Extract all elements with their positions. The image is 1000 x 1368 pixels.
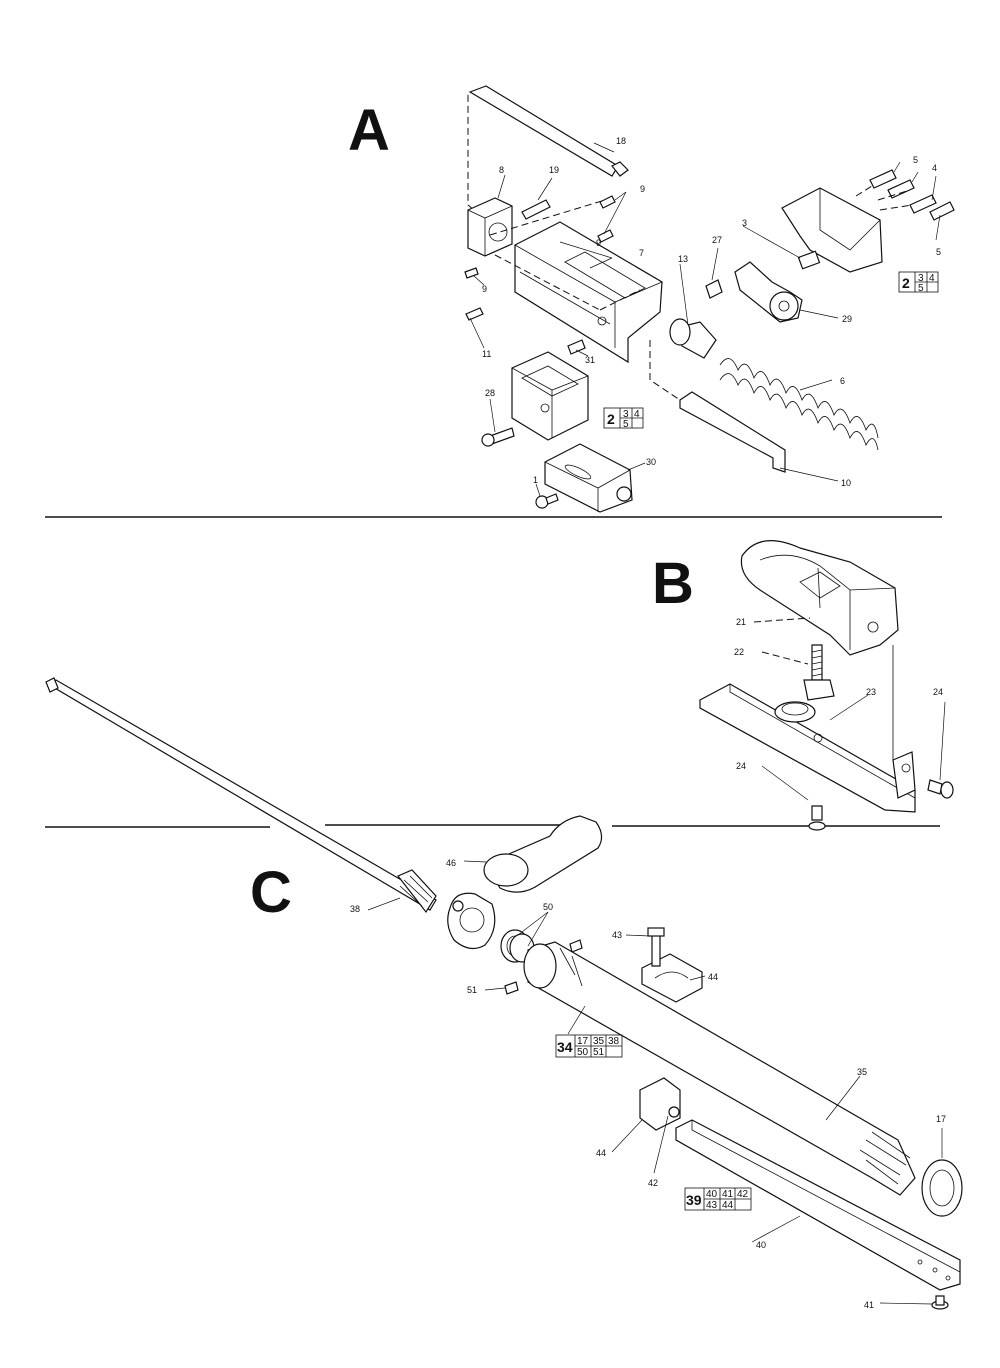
- svg-text:5: 5: [918, 283, 924, 294]
- svg-text:4: 4: [929, 273, 935, 284]
- svg-text:42: 42: [737, 1189, 749, 1200]
- callout-10: 10: [841, 478, 851, 488]
- callout-7: 7: [639, 248, 644, 258]
- callout-51: 51: [467, 985, 477, 995]
- section-a-callouts: 18 8 19 9 5 4 5 9 7 3 27 13 11 31 29 28 …: [482, 136, 941, 488]
- callout-4: 4: [932, 163, 937, 173]
- kit-main-number: 34: [557, 1039, 573, 1055]
- svg-text:44: 44: [722, 1200, 734, 1211]
- section-label-c: C: [250, 860, 292, 925]
- callout-28: 28: [485, 388, 495, 398]
- callout-31: 31: [585, 355, 595, 365]
- svg-text:40: 40: [706, 1189, 718, 1200]
- callout-17: 17: [936, 1114, 946, 1124]
- kit-box-c-34: 34 17 35 38 50 51: [555, 1034, 623, 1058]
- section-b-assembly: [699, 540, 954, 831]
- kit-box-c-39: 39 40 41 42 43 44: [684, 1187, 752, 1211]
- callout-24-bottom: 24: [736, 761, 746, 771]
- kit-main-number: 2: [607, 411, 615, 427]
- svg-text:17: 17: [577, 1036, 589, 1047]
- svg-text:4: 4: [634, 409, 640, 420]
- section-a-assembly: [464, 85, 955, 513]
- kit-main-number: 2: [902, 275, 910, 291]
- callout-27: 27: [712, 235, 722, 245]
- callout-30: 30: [646, 457, 656, 467]
- callout-42: 42: [648, 1178, 658, 1188]
- section-c-callouts: 46 38 50 43 44 51 35 17 44 42 40 41: [350, 858, 946, 1310]
- callout-1: 1: [533, 475, 538, 485]
- callout-6: 6: [840, 376, 845, 386]
- callout-41: 41: [864, 1300, 874, 1310]
- callout-22: 22: [734, 647, 744, 657]
- callout-9-top: 9: [640, 184, 645, 194]
- callout-21: 21: [736, 617, 746, 627]
- kit-main-number: 39: [686, 1192, 702, 1208]
- callout-50: 50: [543, 902, 553, 912]
- svg-text:41: 41: [722, 1189, 734, 1200]
- kit-box-a-right: 2 3 4 5: [898, 271, 939, 294]
- callout-18: 18: [616, 136, 626, 146]
- svg-text:50: 50: [577, 1047, 589, 1058]
- section-c-assembly: [45, 677, 963, 1310]
- callout-29: 29: [842, 314, 852, 324]
- callout-9-left: 9: [482, 284, 487, 294]
- callout-5-top: 5: [913, 155, 918, 165]
- callout-46: 46: [446, 858, 456, 868]
- callout-8: 8: [499, 165, 504, 175]
- svg-text:43: 43: [706, 1200, 718, 1211]
- svg-text:3: 3: [623, 409, 629, 420]
- callout-44-top: 44: [708, 972, 718, 982]
- callout-19: 19: [549, 165, 559, 175]
- section-label-a: A: [348, 98, 390, 163]
- svg-text:35: 35: [593, 1036, 605, 1047]
- kit-box-a-left: 2 3 4 5: [603, 407, 644, 430]
- callout-43: 43: [612, 930, 622, 940]
- callout-44-bottom: 44: [596, 1148, 606, 1158]
- svg-text:38: 38: [608, 1036, 620, 1047]
- callout-11: 11: [482, 349, 491, 359]
- callout-9-center: 9: [596, 238, 601, 248]
- callout-13: 13: [678, 254, 688, 264]
- callout-3: 3: [742, 218, 747, 228]
- callout-23: 23: [866, 687, 876, 697]
- callout-40: 40: [756, 1240, 766, 1250]
- svg-text:5: 5: [623, 419, 629, 430]
- section-b-callouts: 21 22 23 24 24: [734, 617, 943, 771]
- callout-24-right: 24: [933, 687, 943, 697]
- callout-5-bottom: 5: [936, 247, 941, 257]
- svg-text:51: 51: [593, 1047, 605, 1058]
- callout-35: 35: [857, 1067, 867, 1077]
- svg-text:3: 3: [918, 273, 924, 284]
- callout-38: 38: [350, 904, 360, 914]
- section-label-b: B: [652, 551, 694, 616]
